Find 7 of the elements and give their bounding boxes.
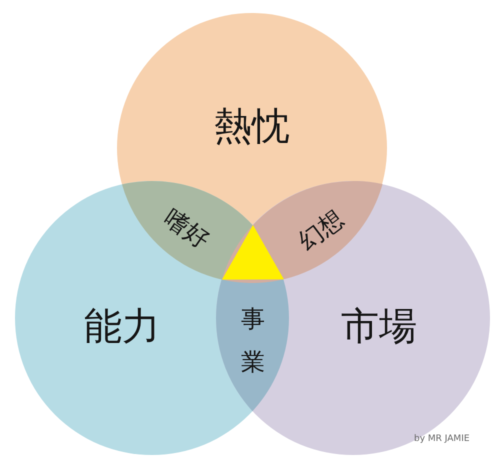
region-title: 熱忱 xyxy=(214,107,290,145)
region-title: 能力 xyxy=(84,307,160,345)
overlap-label: 幻想 xyxy=(294,206,348,254)
region-title: 市場 xyxy=(341,307,417,345)
overlap-label: 事業 xyxy=(240,304,265,378)
credit-text: by MR JAMIE xyxy=(414,435,470,444)
overlap-label: 嗜好 xyxy=(160,206,214,252)
